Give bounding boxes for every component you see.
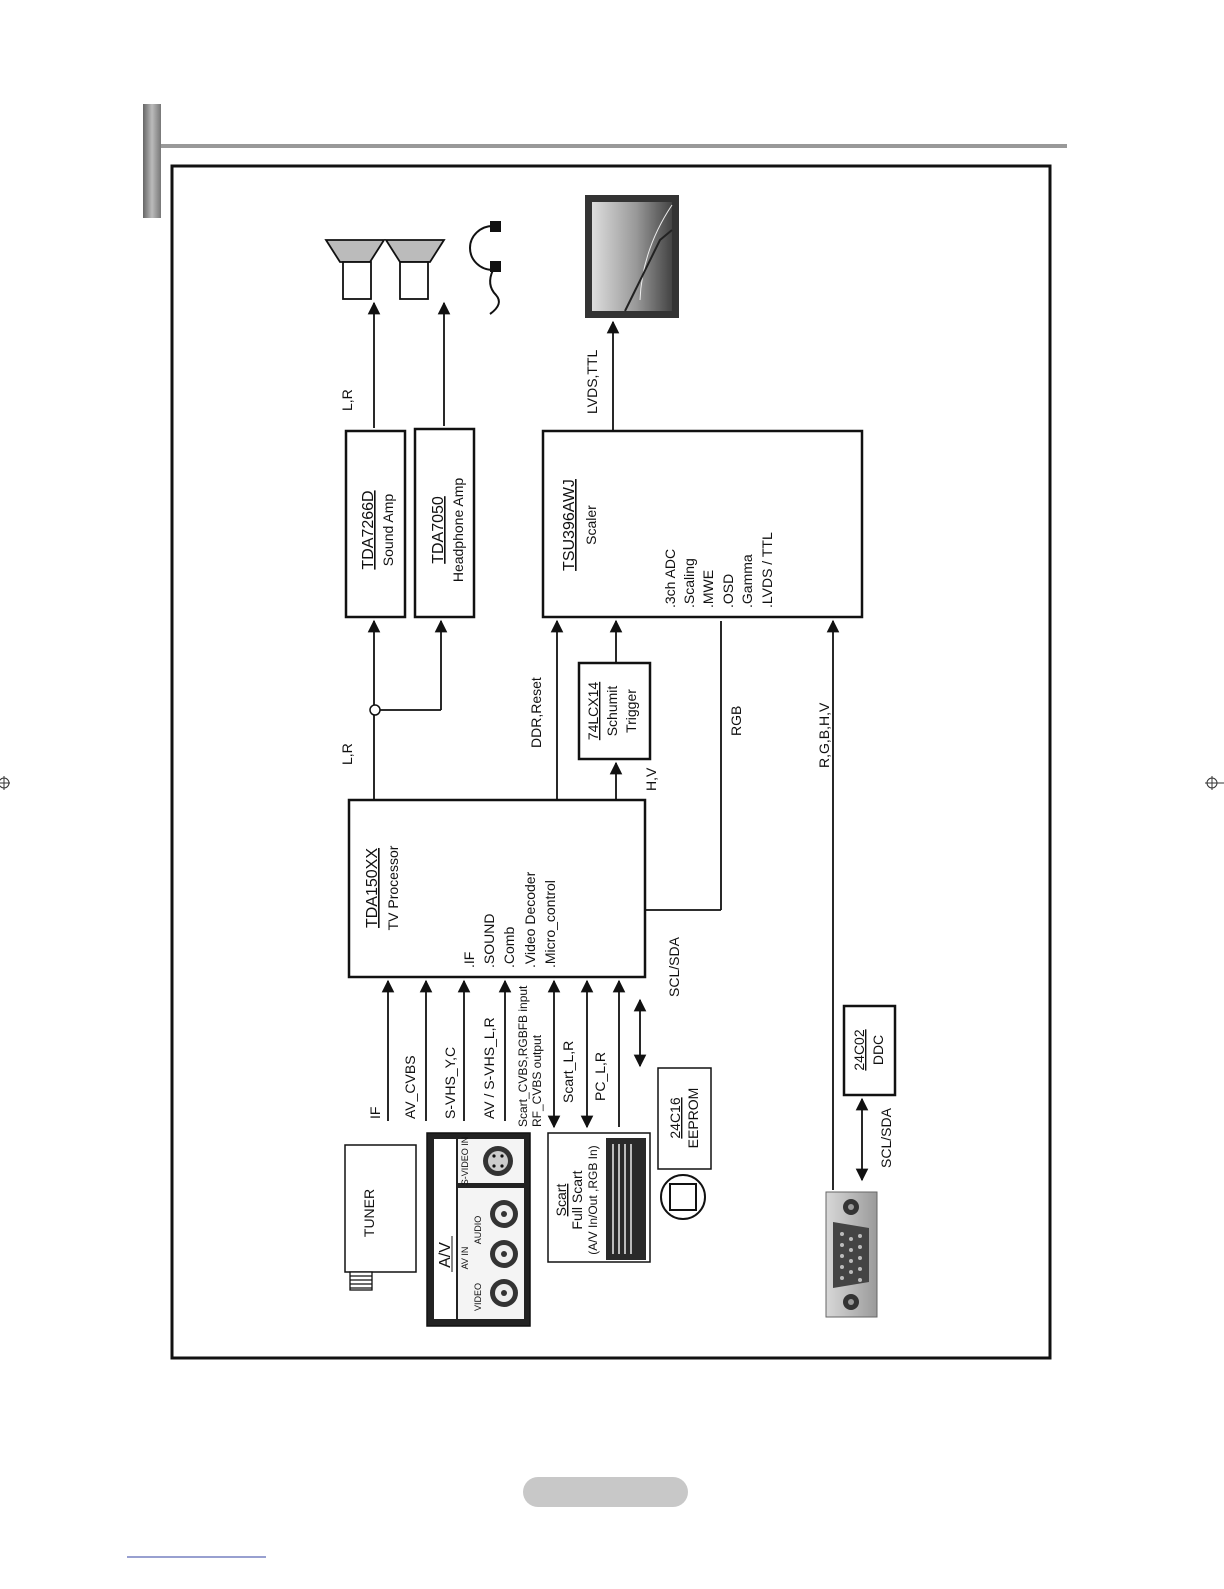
tda150xx-block: TDA150XX TV Processor .IF .SOUND .Comb .… (349, 800, 645, 977)
tda7050-block: TDA7050 Headphone Amp (415, 429, 474, 617)
tsu-feature-adc: .3ch ADC (662, 549, 678, 608)
svideo-in-label: S-VIDEO IN (460, 1137, 470, 1186)
signal-scl-sda-eeprom: SCL/SDA (666, 936, 682, 997)
eeprom-block: 24C16 EEPROM (658, 1068, 711, 1219)
eeprom-part: 24C16 (667, 1097, 683, 1138)
tda7266d-part: TDA7266D (360, 490, 377, 569)
av-video-label: VIDEO (473, 1283, 483, 1311)
tsu-feature-lvds-ttl: .LVDS / TTL (759, 532, 775, 608)
av-video-jack-icon (490, 1279, 518, 1307)
74lcx14-block: 74LCX14 Schumit Trigger (579, 663, 650, 759)
tda150xx-name: TV Processor (385, 845, 401, 930)
display-panel-icon (585, 195, 679, 318)
av-audio-label: AUDIO (473, 1216, 483, 1245)
speaker-right-icon (386, 240, 444, 299)
eeprom-name: EEPROM (685, 1088, 701, 1149)
signal-lvds-ttl: LVDS,TTL (584, 349, 600, 414)
signal-rgbhv: R,G,B,H,V (816, 702, 832, 768)
tda150xx-feature-video-decoder: .Video Decoder (522, 871, 538, 968)
av-title: A/V (437, 1242, 454, 1268)
signal-lr-output: L,R (339, 743, 355, 765)
24c02-name: DDC (870, 1035, 886, 1065)
page-number-pill (523, 1477, 688, 1507)
tda7266d-block: TDA7266D Sound Amp (346, 431, 405, 617)
tda150xx-feature-comb: .Comb (501, 927, 517, 968)
tsu396awj-block: TSU396AWJ Scaler .3ch ADC .Scaling .MWE … (543, 431, 862, 617)
signal-hv: H,V (643, 767, 659, 791)
signal-svhs-yc: S-VHS_Y,C (442, 1047, 458, 1119)
crop-mark-left (0, 776, 10, 790)
signal-scart-lr: Scart_L,R (560, 1041, 576, 1103)
tda150xx-feature-sound: .SOUND (481, 914, 497, 968)
scart-line1: Full Scart (569, 1170, 585, 1229)
tda150xx-feature-micro-control: .Micro_control (542, 880, 558, 968)
24c02-block: 24C02 DDC (844, 1006, 895, 1095)
tsu-feature-osd: .OSD (720, 574, 736, 608)
signal-rgb: RGB (728, 706, 744, 736)
signal-scl-sda-ddc: SCL/SDA (878, 1107, 894, 1168)
74lcx14-line2: Trigger (623, 689, 639, 733)
74lcx14-part: 74LCX14 (585, 682, 601, 741)
av-audio-left-jack-icon (490, 1240, 518, 1268)
tsu-feature-gamma: .Gamma (739, 554, 755, 608)
signal-scart-cvbs-input: Scart_CVBS,RGBFB input (516, 985, 530, 1127)
tsu-feature-mwe: .MWE (700, 570, 716, 608)
svideo-jack-icon (483, 1146, 513, 1176)
eeprom-chip-icon (661, 1175, 705, 1219)
tda7266d-name: Sound Amp (380, 494, 396, 567)
scart-block: Scart Full Scart (A/V In/Out ,RGB In) (548, 1133, 650, 1262)
scart-title: Scart (553, 1184, 569, 1217)
av-panel: A/V AV IN VIDEO AUDIO S-VIDEO IN (427, 1133, 530, 1326)
tuner-antenna-connector (350, 1272, 372, 1290)
speaker-left-icon (326, 240, 384, 299)
74lcx14-line1: Schumit (604, 686, 620, 737)
scart-line2: (A/V In/Out ,RGB In) (586, 1145, 600, 1254)
signal-av-svhs-lr: AV / S-VHS_L,R (481, 1017, 497, 1119)
tda7050-part: TDA7050 (430, 496, 447, 564)
tda7050-name: Headphone Amp (450, 478, 466, 583)
av-in-label: AV IN (460, 1247, 470, 1270)
junction-dot (370, 705, 380, 715)
headphones-icon (470, 222, 500, 314)
signal-rf-cvbs-output: RF_CVBS output (530, 1034, 544, 1127)
signal-pc-lr: PC_L,R (592, 1052, 608, 1101)
tuner-block: TUNER (345, 1145, 416, 1290)
tuner-label: TUNER (361, 1189, 377, 1237)
av-audio-right-jack-icon (490, 1200, 518, 1228)
crop-mark-right (1205, 776, 1224, 790)
tda150xx-part: TDA150XX (364, 848, 381, 928)
24c02-part: 24C02 (851, 1029, 867, 1070)
signal-av-cvbs: AV_CVBS (402, 1055, 418, 1119)
tsu-feature-scaling: .Scaling (681, 558, 697, 608)
vga-connector-icon (826, 1192, 877, 1317)
signal-lr-speaker: L,R (339, 389, 355, 411)
signal-if: IF (367, 1107, 383, 1119)
tsu396awj-name: Scaler (583, 505, 599, 545)
tsu396awj-part: TSU396AWJ (561, 479, 578, 571)
signal-ddr-reset: DDR,Reset (528, 677, 544, 748)
tda150xx-feature-if: .IF (461, 952, 477, 968)
